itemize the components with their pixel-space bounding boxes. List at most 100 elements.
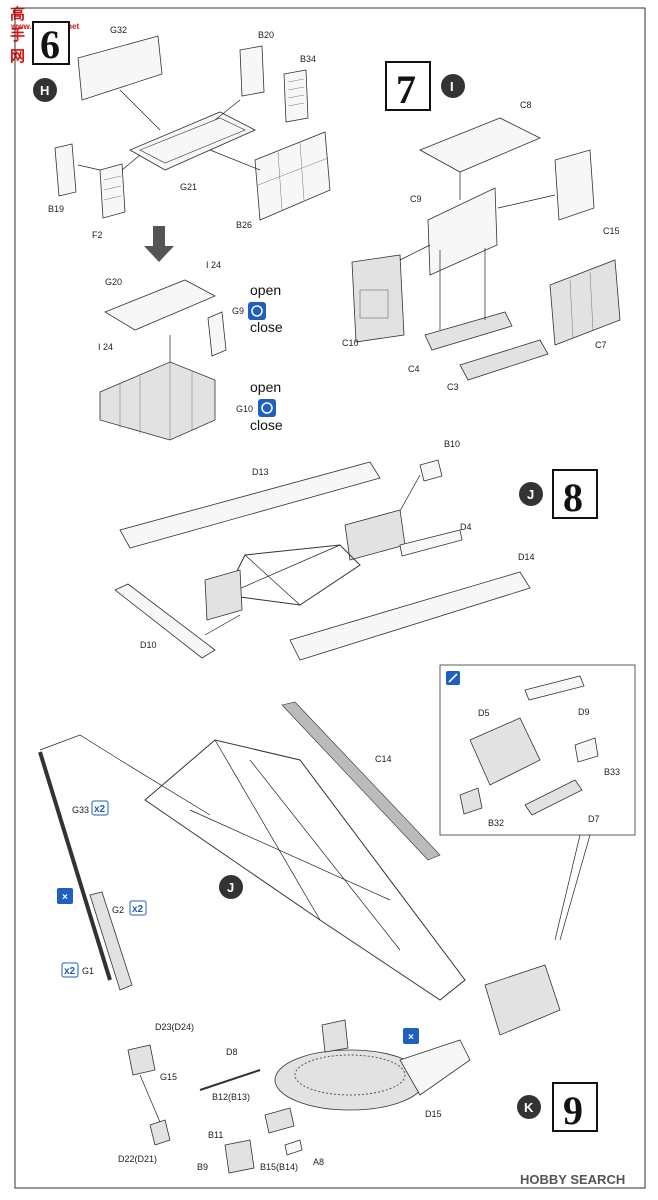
- label-g1: G1: [82, 966, 94, 976]
- part-c4-shape: [424, 311, 513, 351]
- step-8: 8 J D13 B10 D4 D14 D10: [114, 439, 598, 661]
- step-8-sub-marker: [519, 482, 543, 506]
- part-g2-shape: [89, 891, 133, 991]
- step-9-number: 9: [563, 1088, 583, 1133]
- label-g10: G10: [236, 404, 253, 414]
- part-b26-shape: [254, 131, 331, 221]
- part-c7-detail: [569, 271, 594, 339]
- g1-x2-badge: [61, 962, 79, 978]
- label-g32: G32: [110, 25, 127, 35]
- part-d9-shape: [524, 675, 585, 701]
- part-c8-shape: [419, 117, 541, 173]
- label-c3: C3: [447, 382, 459, 392]
- g10-open-label: open: [250, 379, 281, 395]
- part-b33-shape: [574, 737, 599, 763]
- svg-text:×: ×: [62, 892, 68, 903]
- label-b33: B33: [604, 767, 620, 777]
- part-assembled-box: [484, 964, 561, 1036]
- label-d14: D14: [518, 552, 535, 562]
- part-d8-shape: [199, 1069, 261, 1091]
- part-c3-shape: [459, 339, 549, 381]
- label-c9: C9: [410, 194, 422, 204]
- boom-brace-c: [189, 809, 391, 901]
- step-7-number: 7: [396, 67, 416, 112]
- part-pivot-shape: [321, 1019, 349, 1053]
- label-b20: B20: [258, 30, 274, 40]
- label-c7: C7: [595, 340, 607, 350]
- label-b19: B19: [48, 204, 64, 214]
- part-boom-shape: [144, 739, 466, 1001]
- label-b15: B15(B14): [260, 1162, 298, 1172]
- part-a8-shape: [284, 1139, 303, 1156]
- step-8-sub-letter: J: [527, 487, 534, 502]
- step-9-sub-letter: K: [524, 1100, 534, 1115]
- part-g15-shape: [127, 1044, 156, 1076]
- part-c15-shape: [554, 149, 595, 221]
- part-b32-shape: [459, 787, 483, 815]
- part-d4-shape: [344, 509, 406, 561]
- part-g32-shape: [77, 35, 163, 101]
- label-g15: G15: [160, 1072, 177, 1082]
- g2-x2-badge: [129, 900, 147, 916]
- part-g9-shape: [207, 311, 227, 357]
- part-c7-shape: [549, 259, 621, 346]
- part-d7-shape: [524, 779, 583, 816]
- part-frame-shape: [224, 544, 361, 606]
- g9-close-label: close: [250, 319, 283, 335]
- step-6: 6 H G32 G21 B20 B34 B26 B19: [32, 21, 331, 441]
- glue-icon-left: [57, 888, 73, 904]
- step-6-sub-marker: [33, 78, 57, 102]
- label-d13: D13: [252, 467, 269, 477]
- watermark-hobby-search: HOBBY SEARCH: [520, 1172, 626, 1187]
- leader-g33-top: [39, 734, 211, 816]
- g9-rotate-icon: [248, 302, 266, 320]
- leader-d22: [139, 1074, 161, 1123]
- label-i24-bottom: I 24: [98, 342, 113, 352]
- g33-multiplier: x2: [94, 804, 106, 815]
- label-i24-top: I 24: [206, 260, 221, 270]
- part-b26-detail: [257, 142, 329, 211]
- step-8-number: 8: [563, 475, 583, 520]
- label-c8: C8: [520, 100, 532, 110]
- part-g21-shape: [129, 111, 256, 171]
- frame-brace-b: [224, 544, 341, 596]
- label-d15: D15: [425, 1109, 442, 1119]
- part-b10-shape: [419, 459, 443, 482]
- inset-leader-right: [559, 834, 591, 941]
- label-a8: A8: [313, 1157, 324, 1167]
- part-b34-shape: [283, 69, 309, 123]
- part-turntable-ring: [294, 1054, 406, 1096]
- leader-c10: [399, 244, 431, 261]
- part-g20-shape: [104, 279, 216, 331]
- label-c15: C15: [603, 226, 620, 236]
- label-d22: D22(D21): [118, 1154, 157, 1164]
- part-b9-shape: [224, 1139, 255, 1174]
- part-d14-shape: [289, 571, 531, 661]
- leader-g32: [119, 89, 161, 131]
- label-b26: B26: [236, 220, 252, 230]
- boom-brace-a: [214, 739, 321, 921]
- label-b11: B11: [208, 1130, 223, 1140]
- part-b34-slats: [287, 78, 305, 107]
- part-c9-shape: [427, 187, 498, 276]
- part-d13-shape: [119, 461, 381, 549]
- part-b19-shape: [54, 143, 77, 197]
- marker-j-circle: [219, 875, 243, 899]
- label-g2: G2: [112, 905, 124, 915]
- part-d4-arm: [399, 529, 463, 557]
- label-d10: D10: [140, 640, 157, 650]
- part-b11-shape: [264, 1107, 295, 1134]
- label-b12: B12(B13): [212, 1092, 250, 1102]
- label-g21: G21: [180, 182, 197, 192]
- leader-d10: [204, 614, 241, 636]
- g33-x2-badge: [91, 800, 109, 816]
- label-c14: C14: [375, 754, 392, 764]
- step-7: 7 I C8 C9 C15 C10 C4 C3 C7: [342, 61, 621, 392]
- label-c4: C4: [408, 364, 420, 374]
- label-g33: G33: [72, 805, 89, 815]
- step-9: 9 K D5 D9 B33 B32 D7 C14 J G33: [38, 664, 636, 1174]
- marker-j-letter: J: [227, 880, 234, 895]
- part-c10-hatch: [359, 289, 389, 319]
- part-d15-arm: [399, 1039, 471, 1096]
- step-6-sub-letter: H: [40, 83, 49, 98]
